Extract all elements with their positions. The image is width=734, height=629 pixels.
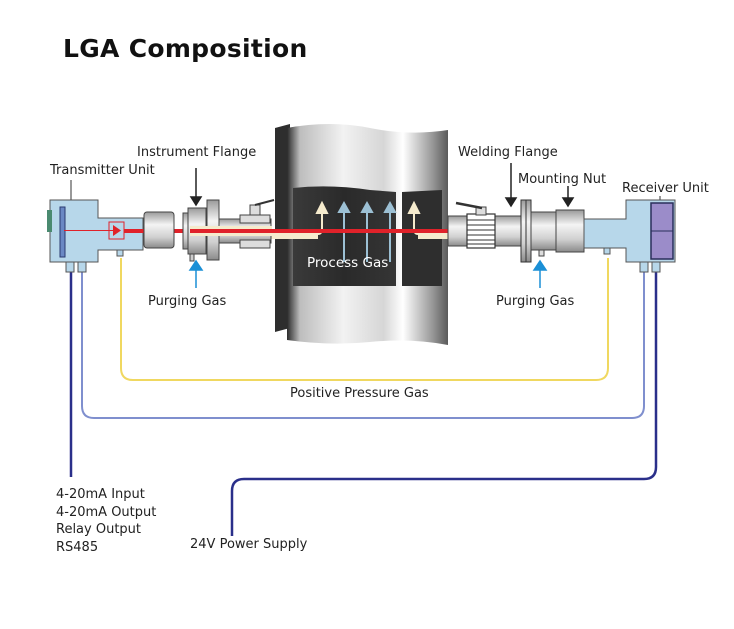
purge-sleeve-left <box>270 229 318 239</box>
label-positive-pressure-gas: Positive Pressure Gas <box>290 386 429 401</box>
power-supply-cable <box>230 262 658 536</box>
io-signal: RS485 <box>56 539 99 555</box>
io-signal: 4-20mA Output <box>56 504 157 520</box>
io-signal: 4-20mA Input <box>56 487 145 502</box>
lens-housing <box>143 211 175 249</box>
io-signal: Relay Output <box>56 522 142 537</box>
purge-exit-arrows <box>315 200 421 235</box>
positive-pressure-gas-line <box>120 258 609 381</box>
transmitter-unit <box>47 199 144 273</box>
laser-beam-main <box>124 229 666 233</box>
purge-sleeve-right <box>418 229 448 239</box>
instrument-flange <box>182 199 275 262</box>
purging-gas-arrows <box>188 259 548 288</box>
welding-flange-assembly <box>447 199 585 263</box>
label-welding-flange: Welding Flange <box>458 145 558 160</box>
label-receiver-unit: Receiver Unit <box>622 181 709 196</box>
label-transmitter-unit: Transmitter Unit <box>50 163 155 178</box>
label-purging-gas-left: Purging Gas <box>148 294 227 309</box>
transmitter-indicator <box>47 210 52 232</box>
label-purging-gas-right: Purging Gas <box>496 294 575 309</box>
transmitter-board <box>59 206 66 258</box>
label-instrument-flange: Instrument Flange <box>137 145 257 160</box>
receiver-unit <box>583 199 676 273</box>
process-gas-arrows <box>337 200 397 262</box>
power-line <box>81 262 645 419</box>
label-power-supply: 24V Power Supply <box>190 537 308 552</box>
label-mounting-nut: Mounting Nut <box>518 172 607 187</box>
io-signal-list: 4-20mA Input 4-20mA Output Relay Output … <box>56 486 156 556</box>
diagram-title: LGA Composition <box>63 34 308 63</box>
pointer-arrows <box>189 163 575 208</box>
label-process-gas: Process Gas <box>307 255 389 271</box>
